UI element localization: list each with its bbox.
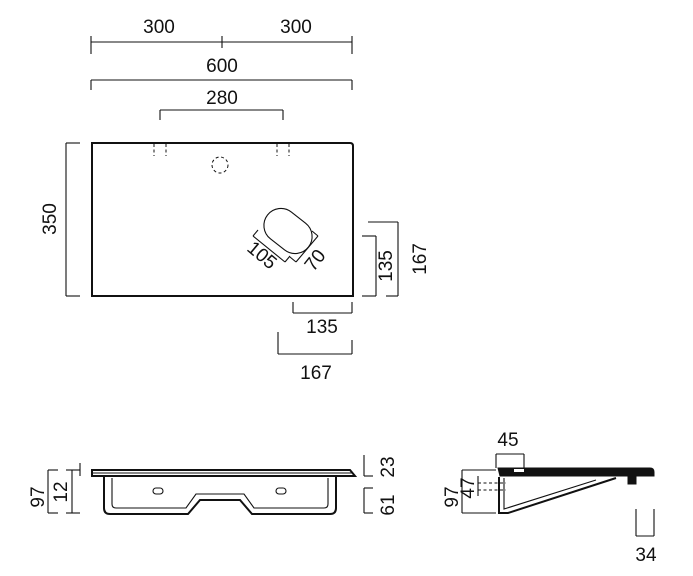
dim-half-widths: 300 300 [90,17,353,54]
dim-280: 280 [206,88,238,109]
dim-300-right: 300 [280,17,312,38]
dim-167-vertical: 167 [410,243,431,275]
dim-total-width: 600 [90,56,353,90]
dim-34: 34 [635,509,657,566]
dim-front-right: 23 61 [363,455,399,516]
dim-47: 47 [458,477,479,498]
soap-dish: 105 70 [243,207,330,275]
dim-12: 12 [51,481,72,502]
dim-135-horizontal: 135 [306,317,338,338]
dim-soap-offset-x: 135 167 [277,302,353,384]
dim-61: 61 [378,494,399,515]
basin-outline [91,142,354,297]
dim-23: 23 [378,456,399,477]
front-view: 97 12 23 61 [28,455,399,516]
dim-167-horizontal: 167 [300,363,332,384]
dim-soap-offset-y: 135 167 [362,221,431,297]
dim-97-front: 97 [28,486,49,507]
drain-hole [211,156,229,174]
dim-front-left: 97 12 [28,463,81,514]
top-view: 300 300 600 280 [40,17,431,384]
dim-600: 600 [206,56,238,77]
dim-45-label: 45 [497,430,518,451]
dim-350: 350 [40,203,61,235]
side-view: 45 97 47 34 [442,430,657,566]
front-bowl [103,477,337,515]
front-slab [91,469,358,477]
dim-105: 105 [243,238,281,274]
dim-side-left: 97 47 [442,469,496,514]
side-slab [497,467,655,485]
mounting-slots [153,144,290,156]
dim-45: 45 [495,430,525,468]
dim-34-label: 34 [635,545,657,566]
dim-depth: 350 [40,142,80,297]
dim-tap-spacing: 280 [159,88,284,120]
dim-135-vertical: 135 [376,250,397,282]
dim-97-side: 97 [442,486,463,507]
dim-300-left: 300 [143,17,175,38]
side-bracket [498,477,617,514]
